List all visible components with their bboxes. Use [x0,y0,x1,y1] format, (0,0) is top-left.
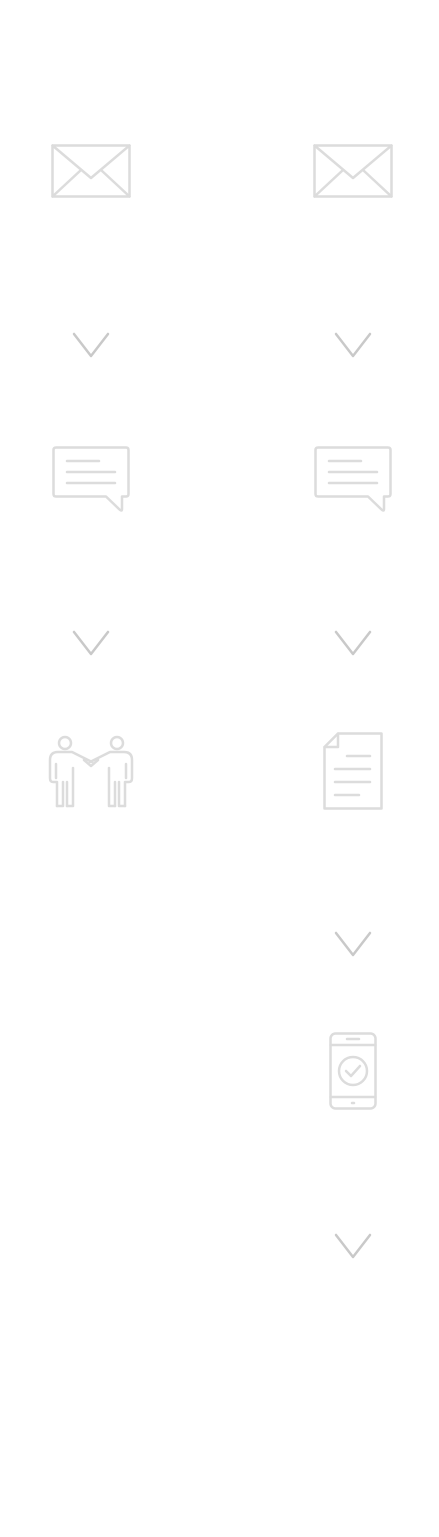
phone-check-icon [303,1031,403,1111]
chat-bubble-icon [41,445,141,515]
chevron-down-icon [41,628,141,658]
envelope-icon [303,143,403,199]
right-process-flow [303,0,403,1537]
chat-bubble-icon [303,445,403,515]
handshake-icon [41,733,141,809]
document-icon [303,731,403,811]
chevron-down-icon [303,929,403,959]
chevron-down-icon [41,330,141,360]
chevron-down-icon [303,330,403,360]
envelope-icon [41,143,141,199]
chevron-down-icon [303,628,403,658]
left-process-flow [41,0,141,1537]
chevron-down-icon [303,1231,403,1261]
